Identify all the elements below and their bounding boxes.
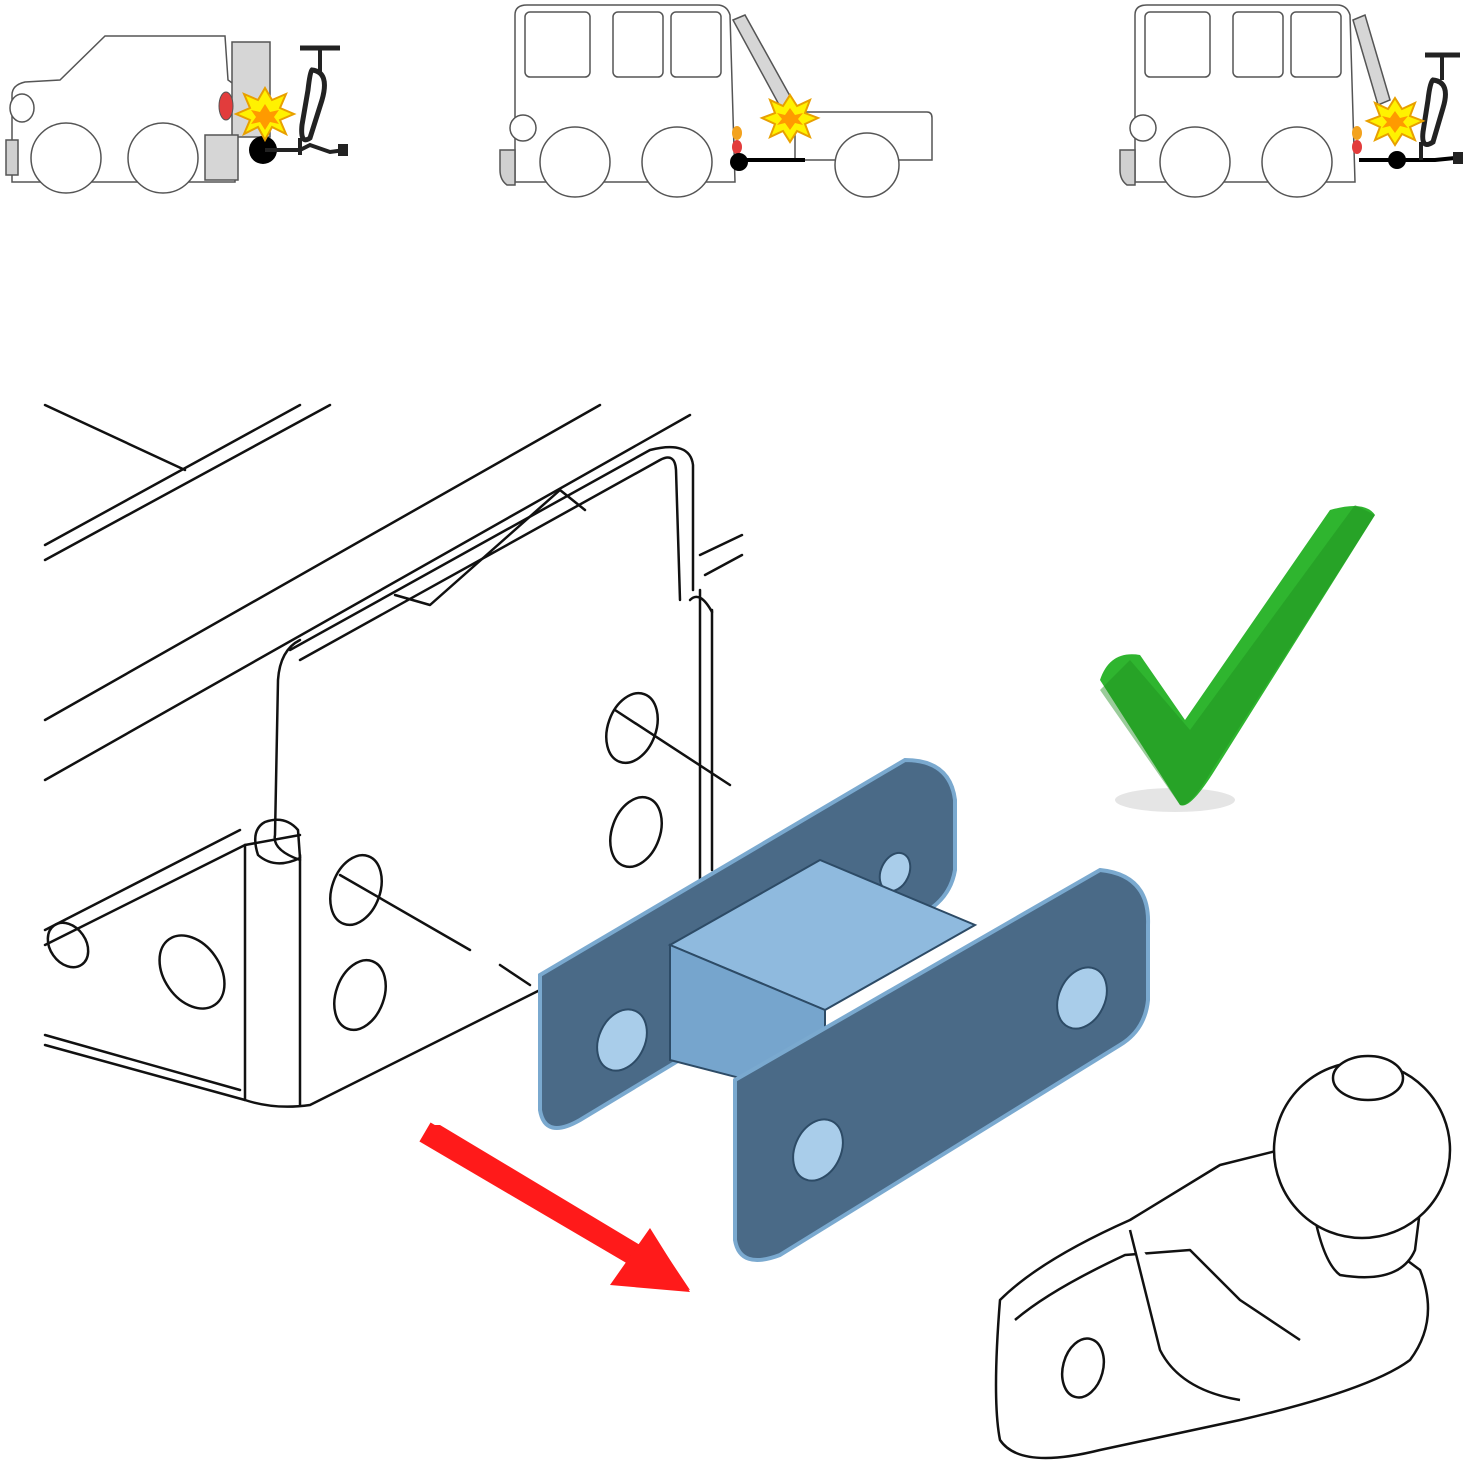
scene-trailer-collision [495, 0, 940, 210]
trailer-drawbar [731, 14, 797, 114]
van-window-3 [670, 11, 722, 78]
adapter-hole-4 [1056, 966, 1108, 1030]
ball-top-highlight [1331, 1054, 1405, 1102]
headlight [509, 114, 537, 142]
van-bike-rack-illustration [1119, 4, 1463, 198]
bike-wheel-rear [299, 67, 327, 143]
main-diagram [0, 380, 1471, 1468]
bike-wheel-rear [1420, 77, 1448, 147]
front-wheel [1159, 126, 1231, 198]
trailer-wheel [834, 132, 900, 198]
scene-van-bike-rack-collision [1115, 0, 1471, 210]
adapter-part [538, 757, 1151, 1262]
van-window-1 [524, 11, 591, 78]
rear-bumper [204, 134, 239, 181]
van-window-2 [612, 11, 664, 78]
scene-bike-rack-collision [0, 0, 360, 210]
van-trailer-illustration [499, 4, 933, 198]
tail-light [218, 91, 234, 121]
collision-core-icon [1382, 111, 1408, 133]
front-wheel [30, 122, 102, 194]
rear-door-strut [1352, 13, 1391, 107]
checkmark-icon [1100, 505, 1375, 812]
tail-light-red [1352, 140, 1362, 154]
tow-ball-coupling [994, 1054, 1452, 1460]
direction-arrow-icon [419, 1122, 690, 1292]
rack-arm [265, 142, 346, 155]
tow-ball [249, 136, 277, 164]
front-wheel [539, 126, 611, 198]
coupling-hole [1060, 1337, 1106, 1399]
front-bumper [5, 139, 19, 176]
rack-end [338, 144, 348, 156]
tail-light-red [732, 140, 742, 154]
collision-core-icon [251, 104, 279, 130]
rear-wheel [641, 126, 713, 198]
tail-light-amber [732, 126, 742, 140]
rack-arm [1359, 156, 1456, 162]
chassis-linework [43, 403, 744, 1108]
front-bumper [499, 149, 516, 186]
rear-wheel [1261, 126, 1333, 198]
adapter-hole-1 [596, 1008, 648, 1072]
van-window-1 [1144, 11, 1211, 78]
van-window-2 [1232, 11, 1284, 78]
car-bike-rack-illustration [5, 35, 348, 194]
front-bumper [1119, 149, 1136, 186]
tail-light-amber [1352, 126, 1362, 140]
van-window-3 [1290, 11, 1342, 78]
headlight [1129, 114, 1157, 142]
collision-core-icon [777, 108, 803, 130]
tow-bar-extension-diagram [43, 403, 1452, 1460]
headlight [9, 93, 35, 123]
adapter-hole-3 [792, 1118, 844, 1182]
rear-wheel [127, 122, 199, 194]
rack-end [1453, 152, 1463, 164]
